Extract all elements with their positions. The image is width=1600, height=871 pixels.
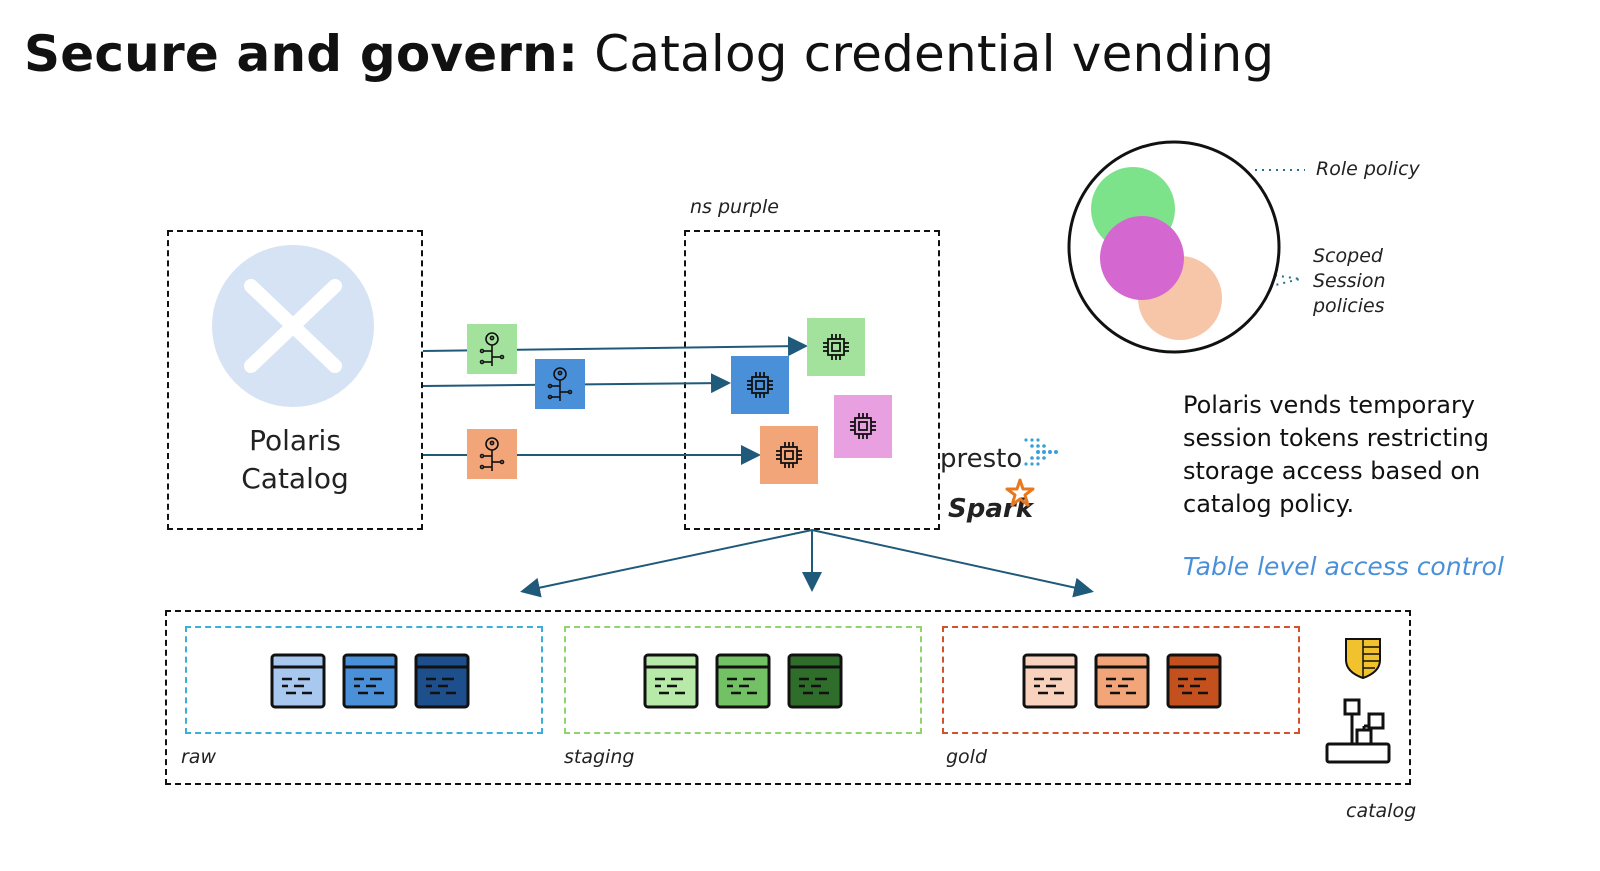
zone-raw-label: raw: [181, 746, 216, 768]
zone-staging: [564, 626, 922, 734]
scoped-label-line1: Scoped: [1313, 245, 1383, 267]
key-token-green-icon: [467, 324, 517, 374]
arrow-to-gold: [811, 529, 1094, 598]
polaris-logo-icon: [212, 245, 374, 407]
title-rest: Catalog credential vending: [578, 25, 1275, 83]
key-token-orange-icon: [467, 429, 517, 479]
scoped-label-line2: Session: [1313, 270, 1386, 292]
scoped-session-label: Scoped Session policies: [1313, 244, 1386, 319]
zone-gold-label: gold: [946, 746, 988, 768]
scoped-label-line3: policies: [1313, 295, 1385, 317]
key-token-blue-icon: [535, 359, 585, 409]
policy-venn-diagram: [1067, 140, 1281, 354]
shield-icon: [1345, 638, 1381, 680]
presto-dots-icon: [1024, 438, 1058, 466]
compute-chip-orange-icon: [760, 426, 818, 484]
table-staging-1-icon: [643, 653, 699, 709]
table-raw-2-icon: [342, 653, 398, 709]
polaris-catalog-label: Polaris Catalog: [195, 422, 395, 498]
table-gold-3-icon: [1166, 653, 1222, 709]
compute-chip-green-icon: [807, 318, 865, 376]
table-gold-1-icon: [1022, 653, 1078, 709]
page-title: Secure and govern: Catalog credential ve…: [24, 22, 1274, 86]
namespace-box: [684, 230, 940, 530]
table-raw-1-icon: [270, 653, 326, 709]
catalog-box: [165, 610, 1411, 785]
table-gold-2-icon: [1094, 653, 1150, 709]
table-staging-3-icon: [787, 653, 843, 709]
zone-raw: [185, 626, 543, 734]
catalog-hierarchy-icon: [1325, 698, 1391, 764]
polaris-label-line2: Catalog: [241, 462, 349, 495]
zone-staging-label: staging: [564, 746, 635, 768]
presto-logo: presto: [940, 444, 1022, 474]
table-raw-3-icon: [414, 653, 470, 709]
catalog-label: catalog: [1346, 800, 1417, 822]
zone-gold: [942, 626, 1300, 734]
polaris-catalog-box: [167, 230, 423, 530]
table-level-access-link: Table level access control: [1183, 552, 1504, 581]
polaris-label-line1: Polaris: [249, 424, 341, 457]
role-policy-label: Role policy: [1316, 158, 1420, 180]
description-text: Polaris vends temporary session tokens r…: [1183, 391, 1489, 518]
session-policy-magenta-circle: [1100, 216, 1184, 300]
compute-chip-pink-icon: [834, 395, 892, 458]
arrow-to-raw: [520, 529, 813, 598]
spark-star-icon: [1005, 478, 1035, 507]
title-bold: Secure and govern:: [24, 25, 579, 83]
presto-text: presto: [940, 444, 1023, 474]
namespace-label: ns purple: [690, 196, 779, 218]
table-staging-2-icon: [715, 653, 771, 709]
compute-chip-blue-icon: [731, 356, 789, 414]
